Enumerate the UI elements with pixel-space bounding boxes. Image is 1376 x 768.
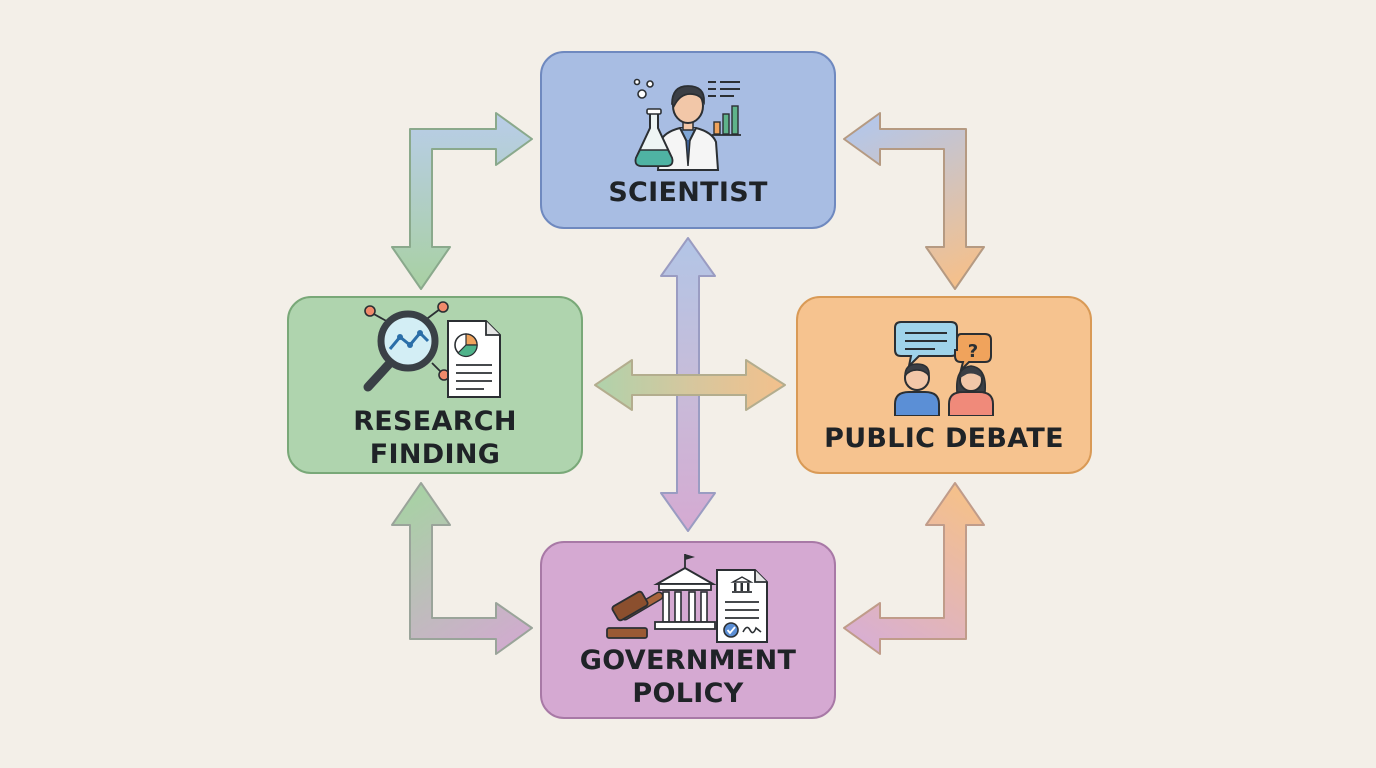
research-analysis-icon: [363, 301, 501, 398]
arrow-debate-policy: [843, 482, 985, 655]
svg-text:?: ?: [968, 341, 978, 362]
discussion-people-icon: ?: [894, 320, 994, 416]
arrow-research-debate: [594, 359, 786, 411]
node-research-finding: RESEARCH FINDING: [287, 296, 583, 474]
scientist-icon: [633, 78, 741, 171]
arrow-scientist-research: [391, 112, 533, 290]
arrow-scientist-debate: [843, 112, 985, 290]
arrow-research-policy: [391, 482, 533, 655]
node-government-policy: GOVERNMENT POLICY: [540, 541, 836, 719]
node-label-government-policy-line2: POLICY: [632, 678, 744, 709]
node-label-scientist: SCIENTIST: [608, 176, 768, 208]
node-label-public-debate: PUBLIC DEBATE: [824, 422, 1064, 454]
government-law-icon: [606, 554, 768, 643]
node-scientist: SCIENTIST: [540, 51, 836, 229]
node-label-government-policy: GOVERNMENT POLICY: [580, 644, 796, 710]
node-label-government-policy-line1: GOVERNMENT: [579, 645, 797, 676]
node-label-research-finding: RESEARCH FINDING: [353, 406, 517, 470]
node-public-debate: ? PUBLIC DEBATE: [796, 296, 1092, 474]
